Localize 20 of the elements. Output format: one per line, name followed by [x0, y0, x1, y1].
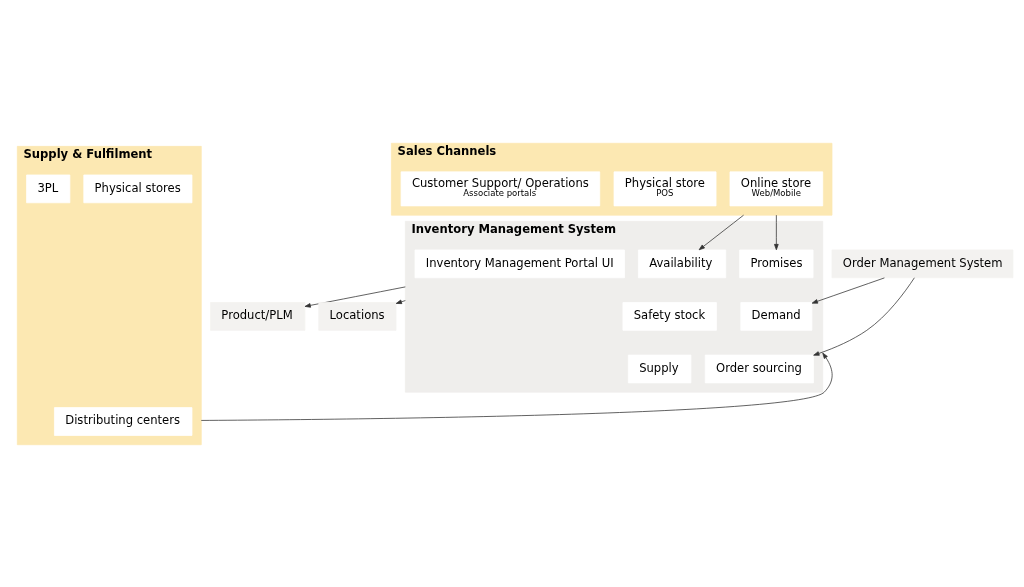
node-box: Availability [638, 249, 727, 278]
node-box: Order sourcing [704, 354, 814, 383]
node-box: Order Management System [831, 249, 1014, 278]
node-box: Customer Support/ Operations Associate portals [400, 171, 601, 206]
node-box: Distributing centers [54, 406, 193, 436]
arrow [304, 286, 406, 308]
arrow [774, 214, 779, 250]
arrow [698, 214, 744, 250]
node-box: Physical store POS [613, 171, 717, 206]
node-box: Demand [740, 301, 813, 331]
node-box: Product/PLM [210, 301, 306, 331]
arrow [811, 277, 885, 304]
node-box: Physical stores [83, 174, 193, 203]
arrow [813, 276, 915, 356]
node-box: Online store Web/Mobile [729, 171, 824, 206]
node-box: 3PL [26, 174, 71, 203]
node-box: Promises [739, 249, 814, 278]
node-box: Locations [318, 301, 397, 331]
arrow [395, 299, 406, 304]
arrow [200, 352, 833, 421]
